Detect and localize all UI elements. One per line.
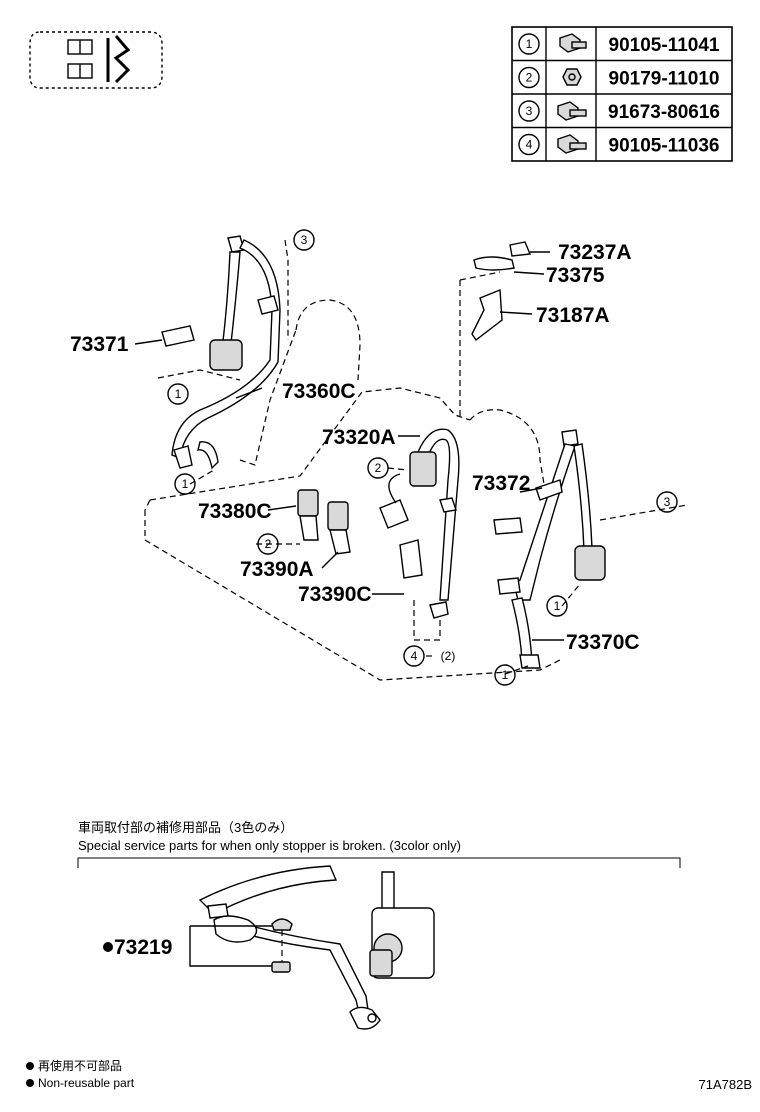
- table-ref-4: 4: [526, 138, 533, 152]
- special-note-jp: 車両取付部の補修用部品（3色のみ）: [78, 820, 293, 835]
- callout-1: [174, 473, 196, 495]
- hex-nut-icon: [562, 68, 582, 86]
- fastener-table: 1 90105-11041 2 90179-11010 3 91673-8061…: [511, 26, 733, 162]
- part-label-73187A: 73187A: [536, 304, 610, 327]
- callout-1: [494, 664, 516, 686]
- flange-bolt-icon: [557, 101, 587, 121]
- special-note-en: Special service parts for when only stop…: [78, 838, 461, 853]
- callout-4: [403, 645, 425, 667]
- upper-trim-parts: [471, 241, 532, 535]
- part-label-73320A: 73320A: [322, 426, 396, 449]
- callout-3: [656, 491, 678, 513]
- legend: 再使用不可部品 Non-reusable part: [26, 1058, 135, 1090]
- non-reusable-marker-icon: [103, 942, 113, 952]
- table-ref-1: 1: [526, 37, 533, 51]
- table-ref-circle: [518, 66, 540, 89]
- vehicle-location-icon: [29, 31, 163, 89]
- part-label-73371: 73371: [70, 333, 129, 356]
- table-part-no-2: 90179-11010: [609, 69, 720, 90]
- table-part-no-4: 90105-11036: [609, 136, 720, 157]
- callout-3-label: 3: [301, 233, 308, 247]
- callout-1-label: 1: [554, 599, 561, 613]
- table-ref-circle: [518, 100, 540, 122]
- callout-1: [167, 383, 189, 405]
- callout-2-label: 2: [265, 537, 272, 551]
- legend-bullet-icon: [26, 1079, 34, 1087]
- legend-bullet-icon: [26, 1062, 34, 1070]
- flange-bolt-icon: [559, 33, 587, 53]
- callout-4-quantity: (2): [441, 649, 456, 663]
- part-label-73219: 73219: [114, 936, 172, 959]
- legend-jp: 再使用不可部品: [38, 1058, 122, 1073]
- table-part-no-1: 90105-11041: [609, 35, 720, 56]
- callout-2: [367, 457, 389, 479]
- table-ref-circle: [518, 133, 540, 156]
- callout-3-label: 3: [664, 495, 671, 509]
- right-seat-belt-assembly: [497, 429, 606, 669]
- flange-bolt-icon: [557, 134, 587, 154]
- table-part-no-3: 91673-80616: [608, 102, 720, 123]
- buckle-assembly: [297, 489, 351, 555]
- table-ref-circle: [518, 33, 540, 55]
- callout-2: [257, 533, 279, 555]
- callout-1-label: 1: [175, 387, 182, 401]
- rear-seat-outline: [144, 239, 688, 681]
- center-seat-belt-assembly: [379, 428, 460, 619]
- stopper-detail-illustration: [189, 865, 435, 1030]
- legend-en: Non-reusable part: [38, 1076, 135, 1090]
- table-ref-2: 2: [526, 71, 533, 85]
- part-label-73237A: 73237A: [558, 241, 632, 264]
- left-seat-belt-assembly: [171, 235, 281, 470]
- callout-3: [293, 229, 315, 251]
- callout-1-label: 1: [182, 477, 189, 491]
- part-label-73390A: 73390A: [240, 558, 314, 581]
- part-number-labels: 73371 73360C 73237A 73375 73187A 73320A …: [70, 241, 640, 654]
- callout-1: [546, 595, 568, 617]
- part-label-73372: 73372: [472, 472, 530, 495]
- special-service-section: 車両取付部の補修用部品（3色のみ） Special service parts …: [77, 820, 681, 1030]
- part-label-73375: 73375: [546, 264, 605, 287]
- diagram-code: 71A782B: [699, 1077, 753, 1092]
- callout-circles: 3 1 1 2 2 3 1 1 4 (2): [167, 229, 678, 686]
- part-label-73370C: 73370C: [566, 631, 640, 654]
- part-label-73360C: 73360C: [282, 380, 356, 403]
- callout-2-label: 2: [375, 461, 382, 475]
- part-label-73390C: 73390C: [298, 583, 372, 606]
- table-ref-3: 3: [526, 104, 533, 118]
- part-label-73380C: 73380C: [198, 500, 272, 523]
- callout-1-label: 1: [502, 668, 509, 682]
- part-73371-cover: [134, 325, 195, 347]
- callout-4-label: 4: [411, 649, 418, 663]
